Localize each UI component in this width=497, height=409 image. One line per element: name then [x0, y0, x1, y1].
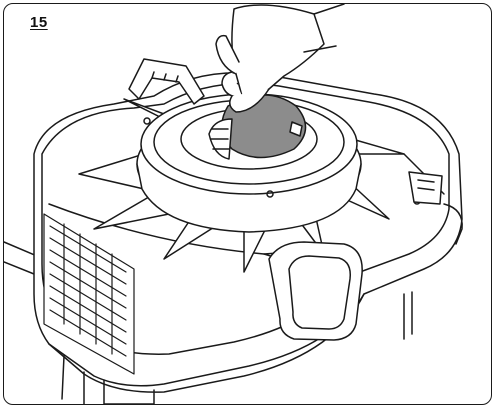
- hand-finger: [215, 34, 240, 75]
- front-bracket: [403, 291, 413, 340]
- screw: [266, 190, 274, 198]
- front-bumper: [443, 203, 463, 245]
- vent-grille: [43, 213, 135, 375]
- hand-sleeve: [303, 45, 337, 53]
- side-latch-slot: [417, 179, 435, 191]
- robot-mower-illustration: [4, 4, 463, 404]
- ground-line: [4, 261, 40, 277]
- hand-illustration: [215, 4, 345, 113]
- hand-thumb: [229, 88, 270, 113]
- hand-sleeve: [313, 4, 345, 15]
- intake-grille-fins: [210, 128, 230, 150]
- filter-tab: [289, 121, 303, 137]
- rear-handle-grip: [151, 71, 179, 83]
- rear-wheel: [103, 379, 155, 404]
- side-latch: [408, 171, 443, 205]
- rear-handle: [128, 58, 205, 105]
- screw: [143, 117, 151, 125]
- lower-skirt-edge: [61, 355, 65, 400]
- side-handle-inner: [288, 255, 352, 330]
- step-number: 15: [30, 14, 48, 31]
- illustration-frame: 15: [3, 3, 492, 405]
